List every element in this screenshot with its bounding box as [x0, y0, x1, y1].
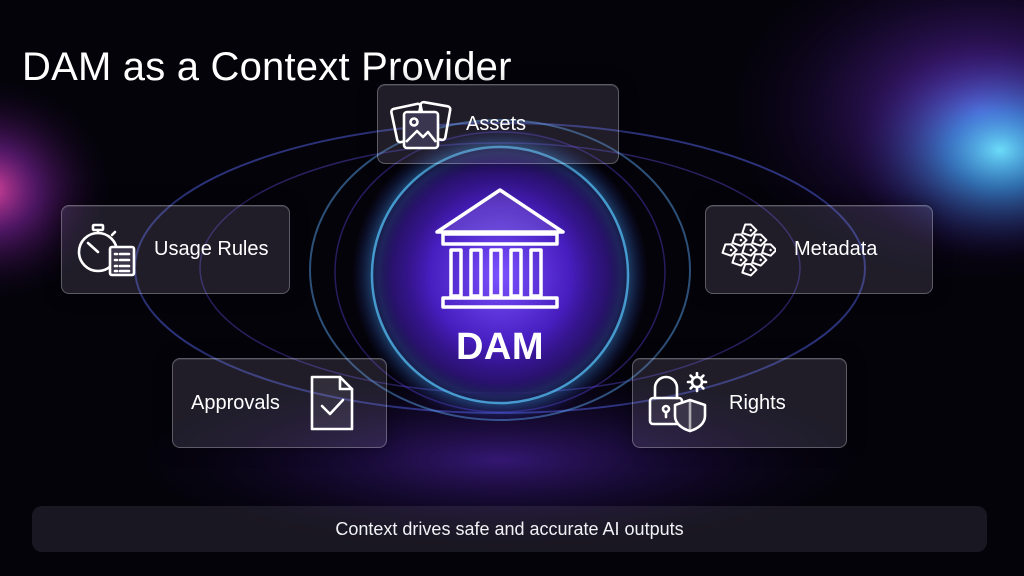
approvals-card[interactable]: Approvals: [172, 358, 387, 448]
metadata-label: Metadata: [794, 238, 878, 260]
assets-label: Assets: [466, 112, 527, 135]
approvals-label: Approvals: [191, 391, 280, 414]
assets-card[interactable]: Assets: [377, 84, 619, 164]
document-check-icon: [308, 373, 358, 433]
usage-rules-card[interactable]: Usage Rules: [61, 205, 290, 294]
dam-label: DAM: [455, 326, 545, 368]
metadata-card[interactable]: Metadata: [705, 205, 933, 294]
dam-hub: DAM: [375, 170, 625, 410]
tag-grid-icon: [720, 221, 776, 278]
stopwatch-checklist-icon: [74, 221, 138, 279]
footer-caption: Context drives safe and accurate AI outp…: [335, 518, 684, 539]
footer-caption-bar: Context drives safe and accurate AI outp…: [32, 506, 987, 552]
bank-building-icon: [433, 184, 567, 323]
rights-label: Rights: [729, 391, 786, 414]
image-stack-icon: [390, 96, 452, 152]
rights-card[interactable]: Rights: [632, 358, 847, 448]
slide-title: DAM as a Context Provider: [22, 44, 512, 89]
usage-rules-label: Usage Rules: [154, 238, 269, 260]
lock-shield-icon: [647, 372, 711, 434]
